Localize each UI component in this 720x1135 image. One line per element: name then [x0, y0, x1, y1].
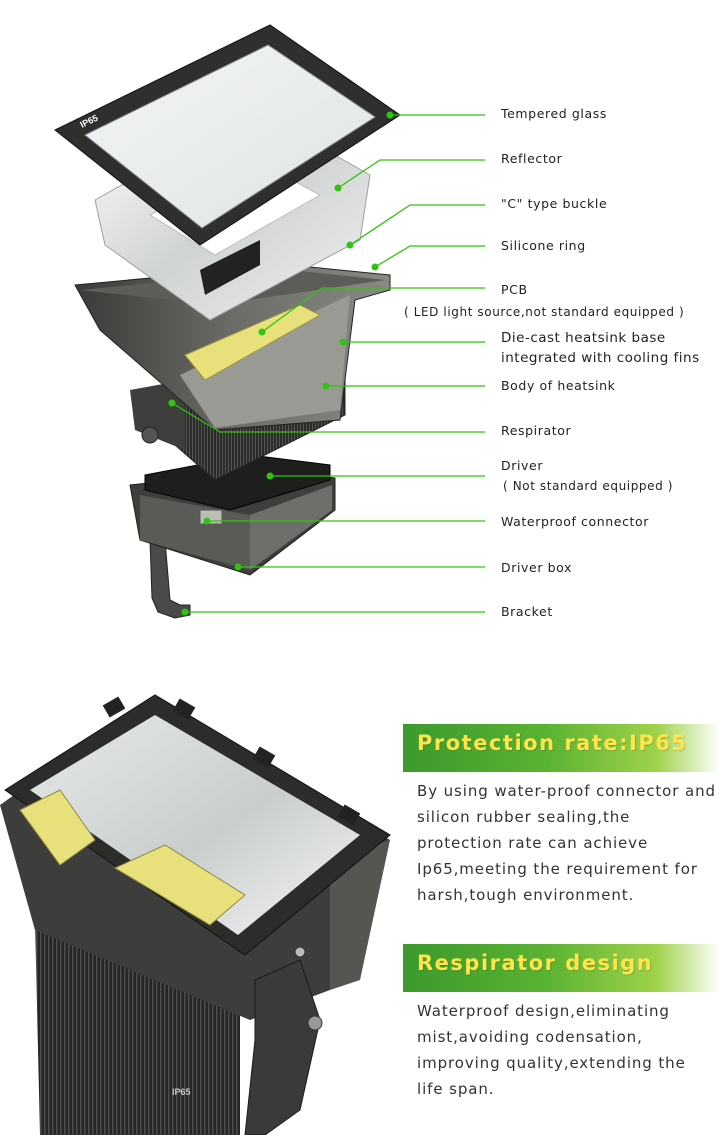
bracket-part — [149, 539, 191, 619]
label-waterproof-connector: Waterproof connector — [501, 514, 650, 529]
label-silicone-ring: Silicone ring — [501, 238, 586, 253]
label-respirator: Respirator — [501, 423, 572, 438]
feature-text-respirator: Waterproof design,eliminating mist,avoid… — [417, 998, 717, 1102]
label-pcb-note: ( LED light source,not standard equipped… — [404, 305, 685, 319]
feature-title-protection: Protection rate:IP65 — [417, 731, 688, 755]
feature-banner-respirator: Respirator design — [403, 944, 720, 992]
text-line: Waterproof design,eliminating — [417, 1002, 670, 1020]
unit-badge: IP65 — [172, 1087, 191, 1097]
feature-banner-protection: Protection rate:IP65 — [403, 724, 720, 772]
feature-title-respirator: Respirator design — [417, 951, 654, 975]
text-line: mist,avoiding codensation, — [417, 1028, 643, 1046]
tempered-glass-part: IP65 — [54, 24, 401, 246]
label-pcb: PCB — [501, 282, 528, 297]
label-c-buckle: "C" type buckle — [501, 196, 608, 211]
label-tempered-glass: Tempered glass — [501, 106, 607, 121]
text-line: protection rate can achieve — [417, 834, 649, 852]
label-driver-note: ( Not standard equipped ) — [503, 479, 674, 493]
text-line: silicon rubber sealing,the — [417, 808, 631, 826]
exploded-view-diagram: IP65 — [54, 24, 485, 619]
label-driver-box: Driver box — [501, 560, 573, 575]
text-line: improving quality,extending the — [417, 1054, 686, 1072]
label-heatsink-base-line2: integrated with cooling fins — [501, 350, 700, 366]
label-heatsink-body: Body of heatsink — [501, 378, 616, 393]
text-line: By using water-proof connector and — [417, 782, 716, 800]
leader-dots — [168, 111, 394, 616]
label-heatsink-base-line1: Die-cast heatsink base — [501, 330, 666, 346]
label-reflector: Reflector — [501, 151, 563, 166]
pcb-part — [184, 304, 322, 381]
text-line: harsh,tough environment. — [417, 886, 635, 904]
feature-text-protection: By using water-proof connector and silic… — [417, 778, 717, 908]
label-bracket: Bracket — [501, 604, 553, 619]
text-line: life span. — [417, 1080, 495, 1098]
label-driver: Driver — [501, 458, 544, 473]
assembled-floodlight-image: IP65 — [0, 694, 391, 1135]
text-line: Ip65,meeting the requirement for — [417, 860, 698, 878]
leader-lines — [171, 114, 485, 613]
